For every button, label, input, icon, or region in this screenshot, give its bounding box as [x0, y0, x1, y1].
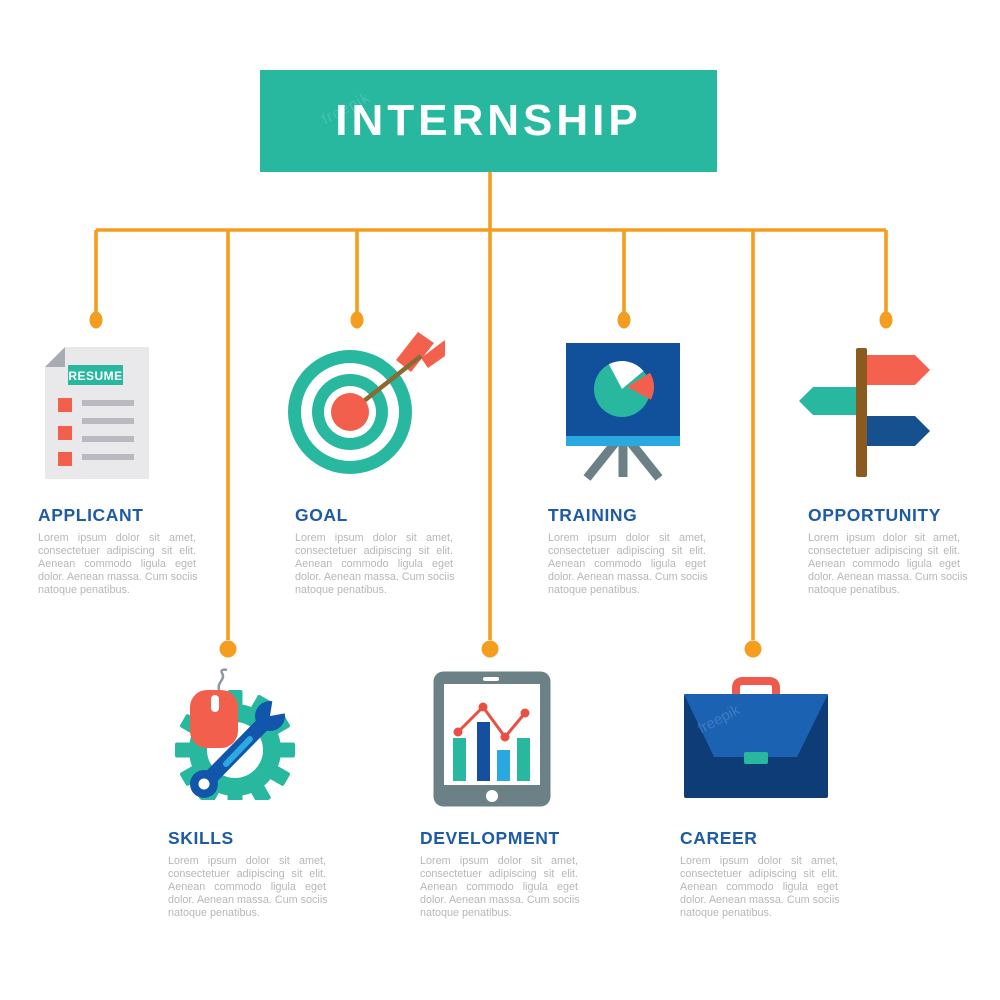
applicant-description: Lorem ipsum dolor sit amet, consectetuer…: [38, 532, 198, 596]
development-heading: DEVELOPMENT: [420, 828, 560, 848]
presentation-pie-icon: [565, 341, 685, 481]
header-banner: INTERNSHIP freepik: [260, 70, 717, 172]
signpost-icon: [796, 348, 936, 478]
career-heading: CAREER: [680, 828, 758, 848]
skills-description: Lorem ipsum dolor sit amet, consectetuer…: [168, 855, 328, 919]
tablet-chart-icon: [433, 671, 551, 807]
page-title: INTERNSHIP: [335, 96, 642, 145]
gear-wrench-mouse-icon: [170, 668, 302, 800]
opportunity-heading: OPPORTUNITY: [808, 505, 941, 525]
goal-description: Lorem ipsum dolor sit amet, consectetuer…: [295, 532, 455, 596]
resume-banner-text: RESUME: [68, 369, 122, 383]
resume-icon: RESUME: [45, 347, 149, 479]
goal-heading: GOAL: [295, 505, 348, 525]
applicant-heading: APPLICANT: [38, 505, 144, 525]
training-description: Lorem ipsum dolor sit amet, consectetuer…: [548, 532, 708, 596]
skills-heading: SKILLS: [168, 828, 234, 848]
training-heading: TRAINING: [548, 505, 638, 525]
development-description: Lorem ipsum dolor sit amet, consectetuer…: [420, 855, 580, 919]
career-description: Lorem ipsum dolor sit amet, consectetuer…: [680, 855, 840, 919]
target-icon: [288, 330, 453, 475]
briefcase-icon: freepik: [683, 674, 829, 800]
opportunity-description: Lorem ipsum dolor sit amet, consectetuer…: [808, 532, 968, 596]
